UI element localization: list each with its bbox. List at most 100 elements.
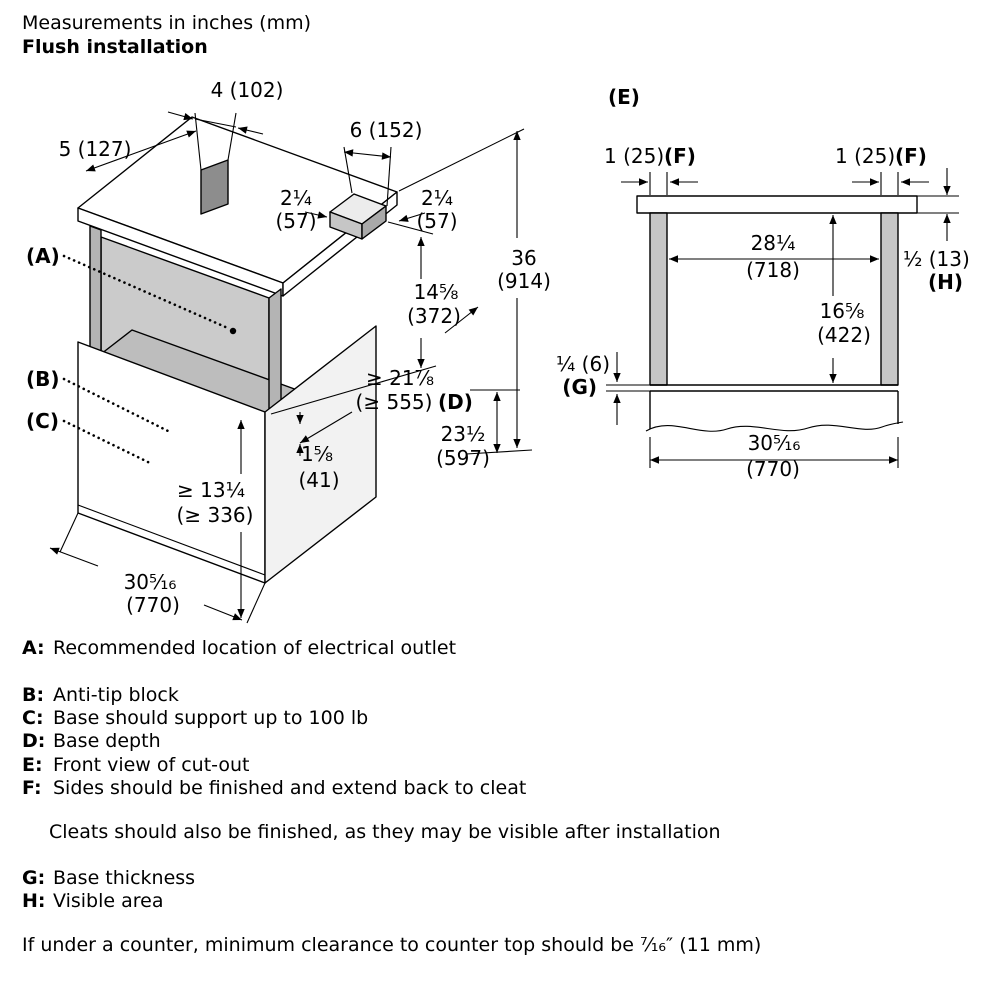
dim-base-width-in: 30⁵⁄₁₆ — [124, 570, 177, 594]
dim-hole-width: 4 (102) — [167, 78, 284, 171]
dim-cleat-setback-right: 2¹⁄₄ (57) — [398, 186, 458, 233]
right-side-panel — [268, 288, 282, 416]
cleat-block — [329, 193, 387, 240]
legend-text-a: Recommended location of electrical outle… — [53, 637, 457, 659]
dim-cleat-width: 6 (152) — [343, 118, 423, 207]
outlet-cutout-hole — [200, 159, 229, 215]
dim-cleat-setback-left-mm: (57) — [275, 209, 316, 233]
dim-overall-depth: 23¹⁄₂ (597) — [436, 389, 520, 470]
dim-front-rail-mm: (41) — [298, 468, 339, 492]
cleat-note: Cleats should also be finished, as they … — [49, 821, 721, 843]
ref-e-label: (E) — [608, 85, 640, 109]
dim-cleat-width-label: 6 (152) — [350, 118, 423, 142]
dim-base-height-mm: (≥ 336) — [177, 503, 254, 527]
legend-item-e: E: Front view of cut-out — [22, 754, 250, 776]
dim-opening-height-in: 16⁵⁄₈ — [820, 299, 865, 323]
legend-text-e: Front view of cut-out — [53, 754, 250, 776]
legend-item-h: H: Visible area — [22, 890, 163, 912]
dim-base-width-mm: (770) — [126, 593, 180, 617]
sheet-title: Flush installation — [22, 36, 208, 58]
legend-key-b: B: — [22, 684, 45, 706]
dim-front-rail-in: 1⁵⁄₈ — [301, 442, 333, 466]
dim-base-depth: ≥ 21⁷⁄₈ (≥ 555) (D) — [299, 306, 479, 444]
dim-opening-width-mm: (718) — [746, 258, 800, 282]
dim-overall-depth-mm: (597) — [436, 446, 490, 470]
dim-counter-height-in: 36 — [511, 246, 536, 270]
dim-overall-depth-in: 23¹⁄₂ — [441, 422, 486, 446]
dim-opening-width-in: 28¹⁄₄ — [751, 231, 796, 255]
dim-visible-area: ¹⁄₂ (13) (H) — [903, 168, 970, 294]
legend-key-g: G: — [22, 867, 46, 889]
legend-item-f: F: Sides should be finished and extend ba… — [22, 777, 526, 799]
ref-c-label: (C) — [26, 409, 59, 433]
outlet-location-point — [229, 327, 237, 335]
legend-key-f: F: — [22, 777, 42, 799]
reference-callouts: (A) (B) (C) — [26, 244, 232, 466]
counter-clearance-note: If under a counter, minimum clearance to… — [22, 934, 762, 956]
cleat-side-face — [361, 205, 387, 240]
dim-cutout-height: 14⁵⁄₈ (372) — [270, 221, 461, 415]
legend-key-a: A: — [22, 637, 45, 659]
left-side-panel — [89, 225, 102, 353]
legend-text-f: Sides should be finished and extend back… — [53, 777, 527, 799]
dim-left-panel-label: 1 (25) — [604, 144, 664, 168]
dim-cleat-setback-left-in: 2¹⁄₄ — [280, 186, 312, 210]
legend-item-a: A: Recommended location of electrical out… — [22, 637, 456, 659]
legend-text-b: Anti-tip block — [53, 684, 179, 706]
legend-item-d: D:Base depth — [22, 730, 161, 752]
units-note: Measurements in inches (mm) — [22, 12, 312, 34]
dim-right-panel: 1 (25) (F) — [835, 144, 929, 195]
base-side-face — [264, 325, 377, 584]
dim-cleat-setback-right-mm: (57) — [416, 209, 457, 233]
dim-left-panel: 1 (25) (F) — [604, 144, 698, 195]
ref-d-label: (D) — [438, 390, 473, 414]
front-right-panel — [880, 212, 899, 386]
ref-b-label: (B) — [26, 367, 60, 391]
dim-cutout-height-mm: (372) — [407, 304, 461, 328]
ref-f-left-label: (F) — [664, 144, 696, 168]
break-line — [645, 421, 904, 432]
dim-hole-offset-label: 5 (127) — [59, 137, 132, 161]
ref-f-right-label: (F) — [895, 144, 927, 168]
dim-opening-height: 16⁵⁄₈ (422) — [817, 215, 871, 383]
legend-item-g: G: Base thickness — [22, 867, 195, 889]
legend-text-h: Visible area — [53, 890, 164, 912]
dim-cleat-setback-right-in: 2¹⁄₄ — [421, 186, 453, 210]
dim-base-height: ≥ 13¹⁄₄ (≥ 336) — [177, 420, 254, 618]
isometric-view: 4 (102) 5 (127) 6 (152) 2¹⁄₄ (57) — [26, 78, 551, 624]
dim-base-thickness-label: ¹⁄₄ (6) — [556, 352, 610, 376]
legend-text-c: Base should support up to 100 lb — [53, 707, 369, 729]
front-view: (E) 1 (25) (F) — [556, 85, 970, 481]
dim-counter-height: 36 (914) — [398, 128, 551, 455]
legend-item-b: B: Anti-tip block — [22, 684, 179, 706]
legend-key-d: D: — [22, 730, 46, 752]
legend-key-c: C: — [22, 707, 44, 729]
dim-cleat-setback-left: 2¹⁄₄ (57) — [275, 186, 328, 233]
legend-text-g: Base thickness — [53, 867, 196, 889]
dim-cabinet-width-mm: (770) — [746, 457, 800, 481]
dim-base-width: 30⁵⁄₁₆ (770) — [49, 512, 266, 624]
dim-right-panel-label: 1 (25) — [835, 144, 895, 168]
dim-base-thickness: ¹⁄₄ (6) (G) — [556, 352, 652, 425]
sheet-header: Measurements in inches (mm) Flush instal… — [22, 11, 311, 59]
legend-key-e: E: — [22, 754, 43, 776]
dim-cabinet-width: 30⁵⁄₁₆ (770) — [649, 431, 899, 481]
legend-item-c: C: Base should support up to 100 lb — [22, 707, 368, 729]
dim-base-depth-mm: (≥ 555) — [356, 390, 433, 414]
front-left-panel — [649, 212, 668, 386]
base-cabinet — [77, 325, 377, 584]
counter-strip — [636, 195, 918, 214]
ref-g-label: (G) — [562, 375, 597, 399]
leader-c — [62, 419, 154, 466]
dim-base-height-in: ≥ 13¹⁄₄ — [177, 478, 245, 502]
cutout-cavity — [89, 225, 301, 416]
dim-hole-width-label: 4 (102) — [211, 78, 284, 102]
dim-cabinet-width-in: 30⁵⁄₁₆ — [748, 431, 801, 455]
ref-a-label: (A) — [26, 244, 60, 268]
legend-key-h: H: — [22, 890, 46, 912]
dim-base-depth-in: ≥ 21⁷⁄₈ — [366, 366, 434, 390]
installation-diagram: 4 (102) 5 (127) 6 (152) 2¹⁄₄ (57) — [26, 78, 970, 624]
dim-hole-offset: 5 (127) — [59, 130, 197, 172]
dim-cutout-height-in: 14⁵⁄₈ — [414, 280, 459, 304]
